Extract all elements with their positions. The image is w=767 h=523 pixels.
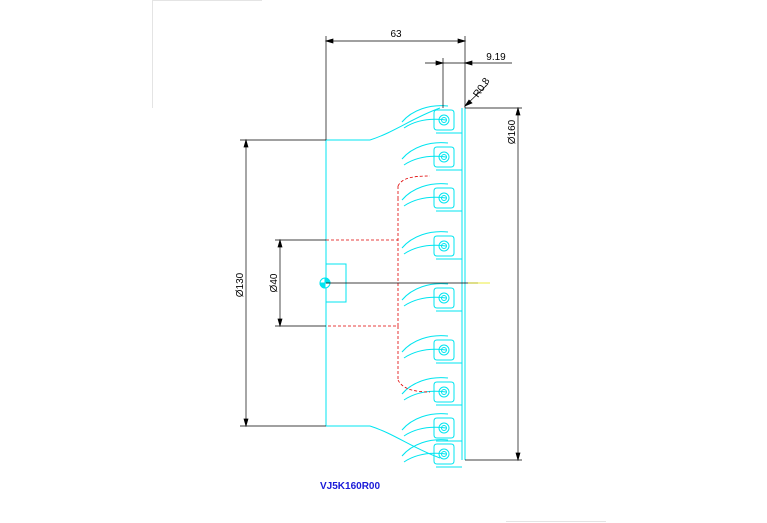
flute-curve (401, 413, 449, 431)
insert-screw (438, 448, 450, 460)
insert-screw (438, 240, 450, 252)
dim-dia130-label: Ø130 (235, 272, 246, 297)
insert-outline (433, 235, 455, 257)
insert-screw-inner (441, 195, 447, 201)
flute-curve (401, 439, 449, 457)
flute-curve (401, 142, 449, 160)
flute-curve (403, 452, 447, 463)
insert-screw (438, 114, 450, 126)
insert-pockets (401, 105, 462, 468)
dim-dia40-label: Ø40 (269, 273, 280, 292)
insert-screw-inner (441, 117, 447, 123)
flute-curve (403, 296, 447, 307)
body-flare-top (369, 107, 441, 141)
insert-outline (433, 109, 455, 131)
insert-screw-inner (441, 154, 447, 160)
flute-curve (401, 183, 449, 201)
flute-curve (403, 348, 447, 359)
insert-outline (433, 146, 455, 168)
flute-curve (403, 426, 447, 437)
flute-curve (403, 390, 447, 401)
insert-screw (438, 386, 450, 398)
insert-screw (438, 192, 450, 204)
flute-curve (403, 196, 447, 207)
flute-curve (401, 283, 449, 301)
insert-screw-inner (441, 425, 447, 431)
dim-63-label: 63 (390, 29, 402, 40)
dimension-lines (240, 36, 522, 462)
insert-screw-inner (441, 451, 447, 457)
flute-curve (401, 377, 449, 395)
hidden-lines (326, 175, 431, 393)
insert-screw (438, 292, 450, 304)
frame-line-top (152, 0, 262, 1)
dim-radius-label: R0.8 (471, 76, 492, 100)
flute-curve (401, 335, 449, 353)
insert-screw (438, 422, 450, 434)
insert-outline (433, 381, 455, 403)
insert-screw-inner (441, 243, 447, 249)
frame-line-bottom (506, 521, 606, 522)
model-label: VJ5K160R00 (320, 481, 380, 492)
insert-screw-inner (441, 295, 447, 301)
frame-line-left (152, 0, 153, 108)
flute-curve (401, 231, 449, 249)
flute-curve (403, 155, 447, 166)
insert-outline (433, 339, 455, 361)
insert-outline (433, 187, 455, 209)
dim-dia160-label: Ø160 (507, 119, 518, 144)
body-flare-bottom (369, 425, 441, 459)
insert-screw (438, 344, 450, 356)
insert-outline (433, 417, 455, 439)
dim-9-19-label: 9.19 (486, 52, 506, 63)
insert-screw-inner (441, 347, 447, 353)
insert-outline (433, 287, 455, 309)
flute-curve (403, 118, 447, 129)
insert-outline (433, 443, 455, 465)
body-hidden (397, 175, 431, 393)
flute-curve (403, 244, 447, 255)
flute-curve (401, 105, 449, 123)
insert-screw (438, 151, 450, 163)
insert-screw-inner (441, 389, 447, 395)
